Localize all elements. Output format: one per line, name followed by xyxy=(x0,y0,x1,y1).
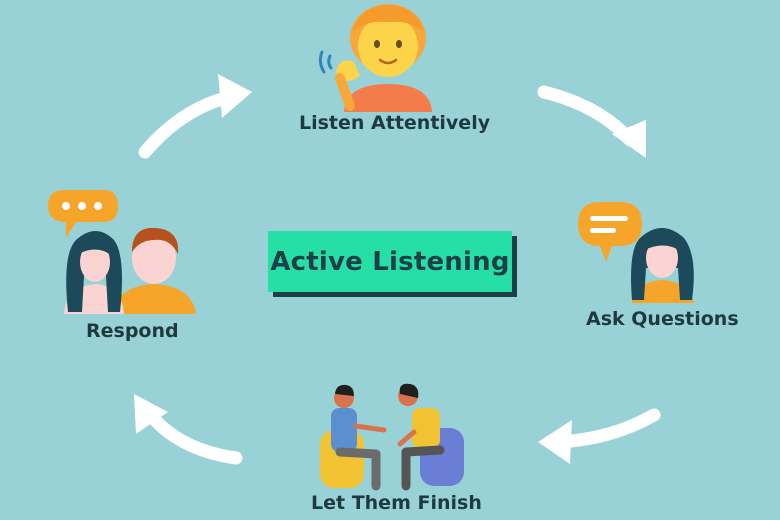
center-title: Active Listening xyxy=(270,246,510,277)
arrow-listen-to-ask xyxy=(537,85,646,158)
arrow-ask-to-finish xyxy=(538,408,661,464)
woman-speech-bubble-icon xyxy=(578,202,694,303)
arrow-finish-to-respond xyxy=(134,394,243,465)
two-people-conversation-icon xyxy=(320,383,464,491)
center-title-box: Active Listening xyxy=(268,231,512,292)
step-label-let-them-finish: Let Them Finish xyxy=(311,492,482,514)
step-label-listen-attentively: Listen Attentively xyxy=(299,112,491,134)
two-people-chat-icon xyxy=(48,190,196,314)
listening-person-icon xyxy=(318,4,432,112)
step-label-ask-questions: Ask Questions xyxy=(586,308,739,330)
step-label-respond: Respond xyxy=(86,320,179,342)
arrow-respond-to-listen xyxy=(138,74,252,159)
